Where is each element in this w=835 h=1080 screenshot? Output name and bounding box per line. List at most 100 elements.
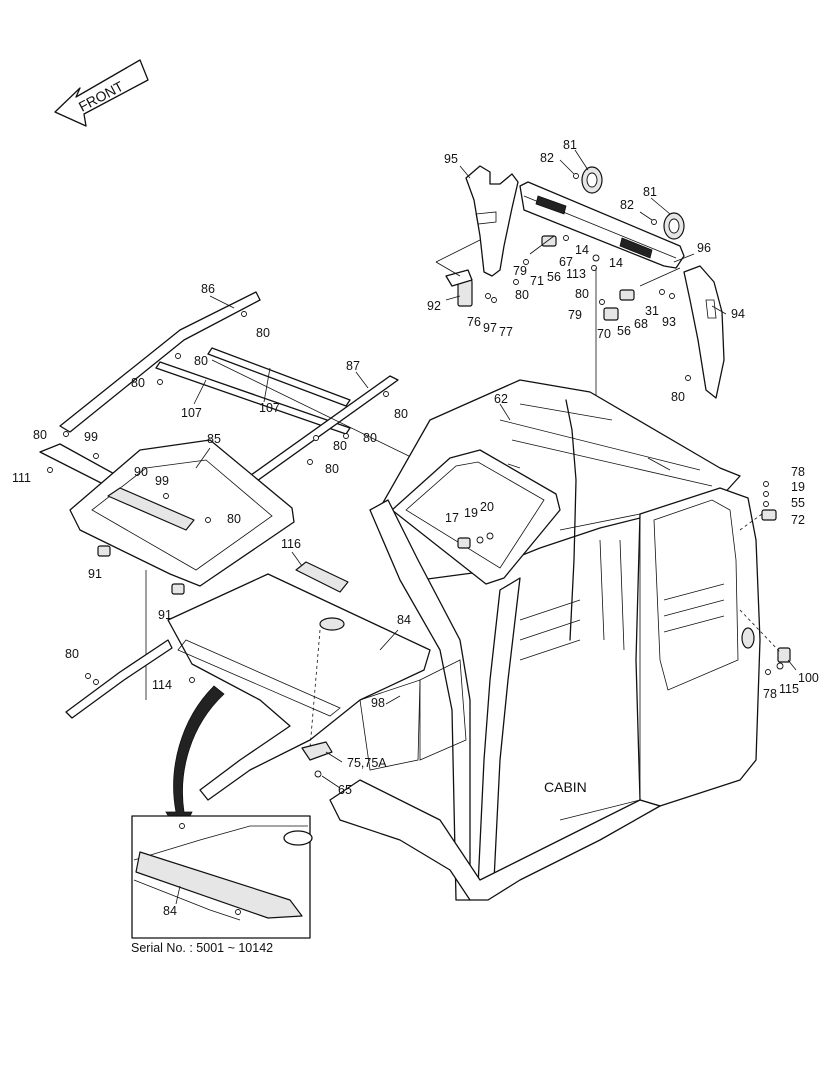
callout-62: 62 bbox=[494, 392, 508, 406]
callout-labels: 95 81 82 81 82 96 14 67 56 79 71 113 14 … bbox=[12, 138, 819, 918]
callout-113: 113 bbox=[566, 267, 586, 281]
callout-78: 78 bbox=[763, 687, 777, 701]
callout-80: 80 bbox=[131, 376, 145, 390]
callout-19: 19 bbox=[464, 506, 478, 520]
rail-107-lower bbox=[155, 361, 351, 435]
front-pillar-center bbox=[477, 577, 521, 887]
callout-84: 84 bbox=[163, 904, 177, 918]
callout-80: 80 bbox=[33, 428, 47, 442]
callout-116: 116 bbox=[281, 537, 301, 551]
hook-91-right bbox=[171, 583, 185, 595]
callout-94: 94 bbox=[731, 307, 745, 321]
speaker-grille-left bbox=[535, 195, 567, 215]
floor-hole bbox=[319, 617, 345, 631]
roof-trim-86 bbox=[59, 291, 261, 433]
ceiling-panel-85 bbox=[69, 439, 295, 587]
callout-85: 85 bbox=[207, 432, 221, 446]
callout-70: 70 bbox=[597, 327, 611, 341]
bracket-17 bbox=[457, 537, 471, 549]
rail-107-upper bbox=[207, 347, 351, 407]
cabin-base bbox=[329, 779, 661, 901]
callout-95: 95 bbox=[444, 152, 458, 166]
callout-56: 56 bbox=[617, 324, 631, 338]
callout-86: 86 bbox=[201, 282, 215, 296]
rear-trim-assembly bbox=[435, 165, 725, 400]
callout-81: 81 bbox=[563, 138, 577, 152]
inset-floor-84 bbox=[135, 851, 303, 919]
hook-91-left bbox=[97, 545, 111, 557]
side-trim-80 bbox=[65, 639, 173, 719]
callout-65: 65 bbox=[338, 783, 352, 797]
callout-99: 99 bbox=[155, 474, 169, 488]
callout-82: 82 bbox=[620, 198, 634, 212]
callout-99: 99 bbox=[84, 430, 98, 444]
front-arrow: FRONT bbox=[54, 59, 149, 127]
callout-84: 84 bbox=[397, 613, 411, 627]
callout-79: 79 bbox=[513, 264, 527, 278]
rear-upper-panel bbox=[519, 181, 685, 269]
callout-100: 100 bbox=[798, 671, 819, 685]
callout-14: 14 bbox=[575, 243, 589, 257]
callout-80: 80 bbox=[256, 326, 270, 340]
callout-90: 90 bbox=[134, 465, 148, 479]
callout-96: 96 bbox=[697, 241, 711, 255]
callout-19: 19 bbox=[791, 480, 805, 494]
callout-76: 76 bbox=[467, 315, 481, 329]
bracket-72 bbox=[761, 509, 777, 521]
sun-visor-90 bbox=[107, 487, 195, 531]
callout-111: 111 bbox=[12, 471, 31, 485]
callout-80: 80 bbox=[394, 407, 408, 421]
callout-14: 14 bbox=[609, 256, 623, 270]
callout-80: 80 bbox=[227, 512, 241, 526]
callout-79: 79 bbox=[568, 308, 582, 322]
clip-70 bbox=[603, 307, 619, 321]
callout-72: 72 bbox=[791, 513, 805, 527]
handle-75 bbox=[301, 741, 333, 761]
rear-pillar-cover-right bbox=[683, 265, 725, 399]
detail-inset bbox=[131, 685, 313, 939]
bracket-100 bbox=[777, 647, 791, 663]
callout-77: 77 bbox=[499, 325, 513, 339]
callout-80: 80 bbox=[515, 288, 529, 302]
rear-pillar-cover-left bbox=[465, 165, 519, 277]
clip-67 bbox=[541, 235, 557, 247]
clip-68 bbox=[619, 289, 635, 301]
callout-91: 91 bbox=[158, 608, 172, 622]
callout-107: 107 bbox=[259, 401, 280, 415]
callout-80: 80 bbox=[363, 431, 377, 445]
callout-97: 97 bbox=[483, 321, 497, 335]
callout-107: 107 bbox=[181, 406, 202, 420]
callout-80: 80 bbox=[575, 287, 589, 301]
callout-80: 80 bbox=[65, 647, 79, 661]
callout-67: 67 bbox=[559, 255, 573, 269]
callout-17: 17 bbox=[445, 511, 459, 525]
roof-trim-assembly bbox=[39, 291, 541, 700]
door-handle bbox=[741, 627, 755, 649]
wire-harness bbox=[565, 399, 577, 641]
callout-75-75a: 75,75A bbox=[347, 756, 387, 770]
callout-80: 80 bbox=[671, 390, 685, 404]
speaker-grille-right bbox=[619, 237, 653, 259]
detail-arrow bbox=[165, 685, 225, 837]
callout-56: 56 bbox=[547, 270, 561, 284]
cabin-label: CABIN bbox=[544, 779, 587, 795]
callout-82: 82 bbox=[540, 151, 554, 165]
cabin-frame: CABIN bbox=[329, 379, 791, 901]
callout-114: 114 bbox=[152, 678, 172, 692]
callout-80: 80 bbox=[333, 439, 347, 453]
floor-trim-assembly bbox=[65, 561, 431, 801]
callout-92: 92 bbox=[427, 299, 441, 313]
serial-number: Serial No. : 5001 ~ 10142 bbox=[131, 941, 273, 955]
callout-115: 115 bbox=[779, 682, 799, 696]
callout-31: 31 bbox=[645, 304, 659, 318]
callout-80: 80 bbox=[325, 462, 339, 476]
callout-87: 87 bbox=[346, 359, 360, 373]
callout-leaders bbox=[175, 149, 797, 905]
callout-91: 91 bbox=[88, 567, 102, 581]
callout-78: 78 bbox=[791, 465, 805, 479]
cabin-door bbox=[635, 487, 761, 807]
roof-window-frame bbox=[391, 449, 561, 585]
callout-93: 93 bbox=[662, 315, 676, 329]
callout-68: 68 bbox=[634, 317, 648, 331]
